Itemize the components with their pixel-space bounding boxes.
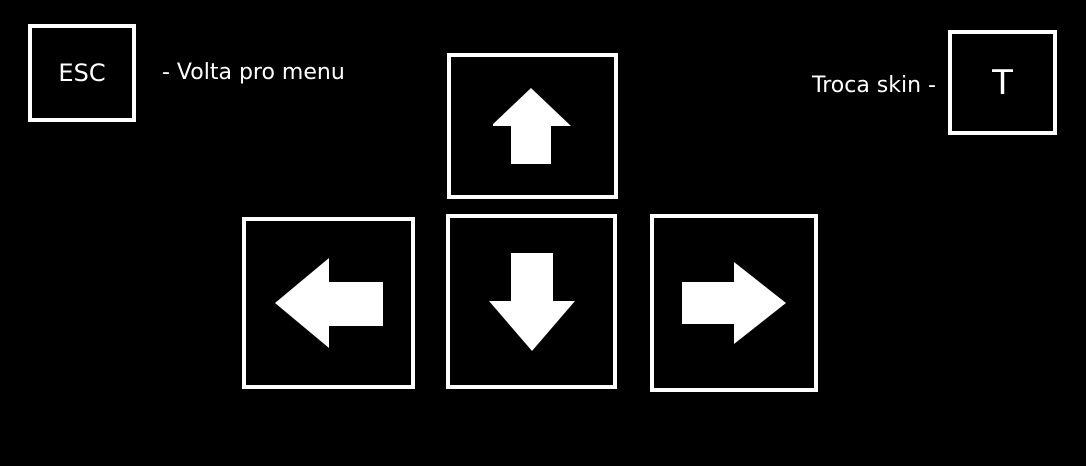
esc-key-label: ESC bbox=[58, 59, 106, 87]
esc-key[interactable]: ESC bbox=[28, 24, 136, 122]
right-arrow-key[interactable] bbox=[650, 214, 818, 392]
skin-key-label: T bbox=[992, 62, 1013, 103]
arrow-down-icon bbox=[488, 252, 575, 351]
skin-description: Troca skin - bbox=[812, 73, 936, 98]
esc-description: - Volta pro menu bbox=[162, 60, 345, 85]
down-arrow-key[interactable] bbox=[446, 214, 617, 389]
arrow-right-icon bbox=[682, 262, 786, 344]
arrow-left-icon bbox=[274, 258, 383, 348]
up-arrow-key[interactable] bbox=[447, 53, 618, 199]
skin-key[interactable]: T bbox=[948, 30, 1057, 135]
left-arrow-key[interactable] bbox=[242, 217, 415, 389]
arrow-up-icon bbox=[492, 88, 571, 164]
